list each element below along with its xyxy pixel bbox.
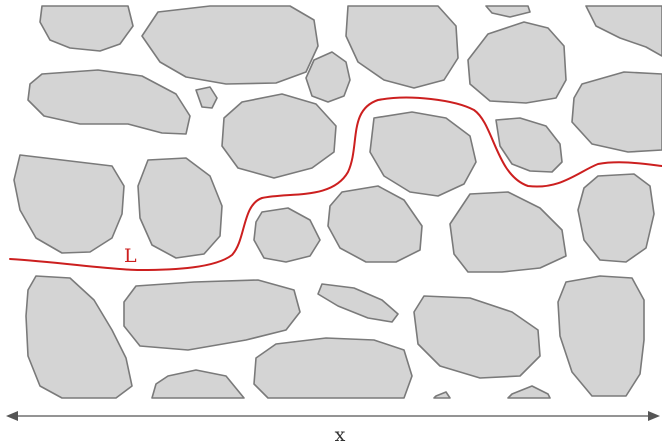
x-axis-arrow: [6, 411, 660, 421]
x-axis-arrowhead-right: [648, 411, 660, 421]
grain: [450, 192, 566, 272]
grain: [152, 370, 244, 398]
grain: [414, 296, 540, 378]
path-label: L: [124, 245, 137, 267]
grain: [14, 155, 124, 253]
grain: [138, 158, 222, 258]
grain: [508, 386, 550, 398]
grain: [434, 392, 450, 398]
grain: [486, 6, 530, 17]
grain: [572, 72, 662, 152]
grain: [28, 70, 190, 134]
grain: [318, 284, 398, 322]
grain: [254, 338, 412, 398]
grain: [196, 87, 217, 108]
grain: [578, 174, 654, 262]
grain: [468, 22, 566, 103]
grain: [346, 6, 458, 88]
x-axis-arrowhead-left: [6, 411, 18, 421]
grain: [222, 94, 336, 178]
grain: [370, 112, 476, 196]
grain: [40, 6, 133, 51]
grain: [586, 6, 662, 56]
grains: [14, 6, 662, 398]
grain: [328, 186, 422, 262]
grain: [26, 276, 132, 398]
grain: [142, 6, 318, 84]
grain: [254, 208, 320, 262]
grain: [496, 118, 562, 172]
grain: [558, 276, 644, 396]
grain: [124, 280, 300, 350]
x-axis-label: x: [335, 424, 346, 446]
